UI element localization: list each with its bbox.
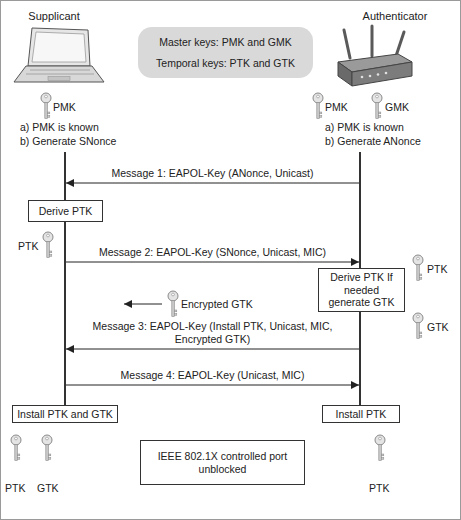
- box-text: Derive PTK: [39, 205, 93, 218]
- message-arrow: [66, 349, 359, 350]
- message-arrow: [66, 385, 359, 386]
- message-arrow: [66, 262, 359, 263]
- laptop-icon: [14, 28, 104, 82]
- key-icon: [11, 435, 21, 461]
- text-label: GTK: [427, 321, 449, 333]
- participant-name: Supplicant: [4, 10, 104, 22]
- box-text: Install PTK: [336, 408, 387, 421]
- message-label: Message 2: EAPOL-Key (SNonce, Unicast, M…: [85, 246, 340, 259]
- process-box: Derive PTK: [28, 200, 103, 222]
- pointer-arrow: [124, 304, 162, 305]
- text-label: PTK: [18, 240, 38, 252]
- box-text: IEEE 802.1X controlled port unblocked: [147, 450, 299, 475]
- key-icon: [43, 232, 53, 258]
- participant-name: Authenticator: [345, 10, 445, 22]
- key-icon: [41, 93, 51, 119]
- key-icon: [413, 313, 423, 339]
- key-icon: [42, 435, 52, 461]
- box-text: Temporal keys: PTK and GTK: [156, 57, 295, 70]
- text-label: a) PMK is known: [20, 121, 99, 133]
- key-icon: [375, 435, 385, 461]
- text-label: a) PMK is known: [325, 121, 404, 133]
- key-icon: [313, 93, 323, 119]
- process-box: Derive PTK If needed generate GTK: [318, 268, 405, 312]
- box-text: Install PTK and GTK: [17, 408, 113, 421]
- text-label: PMK: [325, 101, 348, 113]
- text-label: b) Generate ANonce: [325, 135, 421, 147]
- process-box: Install PTK: [322, 405, 400, 423]
- message-arrow: [66, 183, 359, 184]
- key-icon: [168, 291, 178, 317]
- process-box: Install PTK and GTK: [12, 405, 118, 423]
- key-icon: [372, 93, 382, 119]
- text-label: PTK: [369, 482, 389, 494]
- message-label: Message 1: EAPOL-Key (ANonce, Unicast): [85, 167, 340, 180]
- box-text: Master keys: PMK and GMK: [159, 36, 291, 49]
- status-box: IEEE 802.1X controlled port unblocked: [140, 440, 305, 485]
- text-label: b) Generate SNonce: [20, 135, 116, 147]
- text-label: Encrypted GTK: [181, 298, 253, 310]
- text-label: PMK: [53, 101, 76, 113]
- info-box: Master keys: PMK and GMK Temporal keys: P…: [138, 27, 313, 78]
- message-label: Message 4: EAPOL-Key (Unicast, MIC): [85, 369, 340, 382]
- router-icon: [338, 26, 412, 86]
- text-label: GMK: [385, 101, 409, 113]
- box-text: Derive PTK If needed generate GTK: [326, 271, 398, 309]
- text-label: PTK: [427, 263, 447, 275]
- text-label: GTK: [37, 482, 59, 494]
- message-label: Message 3: EAPOL-Key (Install PTK, Unica…: [85, 320, 340, 346]
- lifeline: Supplicant: [64, 152, 66, 405]
- text-label: PTK: [5, 482, 25, 494]
- key-icon: [413, 255, 423, 281]
